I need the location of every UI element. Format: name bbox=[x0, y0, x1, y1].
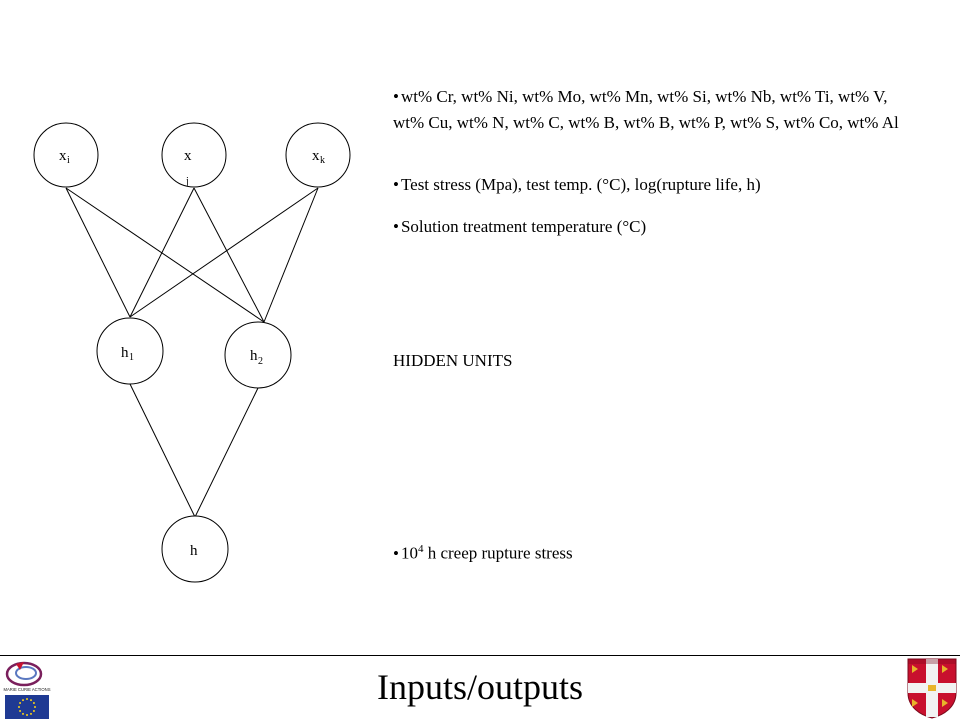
edge-xi-h2 bbox=[65, 187, 265, 323]
input-node-xk: x k bbox=[285, 122, 351, 188]
hidden-node-label: h bbox=[121, 345, 129, 361]
eu-stars bbox=[18, 698, 36, 716]
edge-xi-h1 bbox=[65, 187, 131, 318]
input-node-label: x bbox=[184, 148, 192, 164]
hidden-node-label: h bbox=[250, 348, 258, 364]
solution-treatment-text: Solution treatment temperature (°C) bbox=[400, 217, 647, 236]
eu-star bbox=[32, 702, 35, 704]
eu-star bbox=[22, 699, 24, 702]
input-node-sub: j bbox=[185, 176, 189, 187]
edge-h1-h bbox=[129, 383, 196, 518]
test-conditions-item: •Test stress (Mpa), test temp. (°C), log… bbox=[393, 172, 913, 198]
input-hidden-connections bbox=[65, 187, 319, 323]
eu-star bbox=[34, 706, 36, 708]
bullet-icon: • bbox=[393, 175, 399, 194]
hidden-units-label: HIDDEN UNITS bbox=[393, 351, 513, 370]
output-base: 10 bbox=[400, 543, 418, 563]
eu-star bbox=[18, 706, 20, 708]
input-node-label: x bbox=[59, 148, 67, 164]
footer-divider bbox=[0, 655, 960, 656]
page-title: Inputs/outputs bbox=[376, 667, 583, 707]
input-node-xi: x i bbox=[33, 122, 99, 188]
bullet-icon: • bbox=[393, 87, 399, 106]
eu-star bbox=[30, 712, 32, 715]
edge-xk-h2 bbox=[263, 187, 319, 323]
output-node-label: h bbox=[190, 543, 198, 559]
eu-star bbox=[26, 714, 28, 716]
bullet-icon: • bbox=[393, 217, 399, 236]
university-crest-icon bbox=[907, 658, 957, 719]
output-node-h: h bbox=[161, 515, 229, 583]
eu-star bbox=[19, 702, 22, 704]
logo-caption: MARIE CURIE ACTIONS bbox=[4, 687, 51, 692]
hidden-node-h2: h 2 bbox=[224, 321, 292, 389]
marie-curie-actions-logo: MARIE CURIE ACTIONS bbox=[4, 661, 51, 719]
hidden-node-sub: 1 bbox=[129, 352, 134, 363]
output-exponent: 4 bbox=[417, 543, 424, 555]
hidden-node-sub: 2 bbox=[258, 356, 263, 367]
input-node-xj: x j bbox=[161, 122, 227, 188]
eu-star bbox=[19, 710, 22, 712]
edge-xj-h1 bbox=[129, 187, 195, 318]
output-text: h creep rupture stress bbox=[423, 543, 573, 563]
eu-star bbox=[30, 699, 32, 702]
input-variables-text: wt% Cr, wt% Ni, wt% Mo, wt% Mn, wt% Si, … bbox=[393, 87, 899, 132]
edge-xk-h1 bbox=[129, 187, 319, 318]
hidden-node-h1: h 1 bbox=[96, 317, 164, 385]
marie-curie-swirl-icon bbox=[5, 661, 43, 687]
eu-star bbox=[26, 698, 28, 700]
eu-star bbox=[22, 712, 24, 715]
eu-star bbox=[32, 710, 35, 712]
edge-h2-h bbox=[194, 387, 259, 518]
input-variables-list: •wt% Cr, wt% Ni, wt% Mo, wt% Mn, wt% Si,… bbox=[393, 84, 903, 136]
input-node-sub: k bbox=[320, 155, 325, 166]
hidden-output-connections bbox=[129, 383, 259, 518]
edge-xj-h2 bbox=[193, 187, 265, 323]
bullet-icon: • bbox=[393, 543, 399, 563]
input-node-label: x bbox=[312, 148, 320, 164]
test-conditions-text: Test stress (Mpa), test temp. (°C), log(… bbox=[400, 175, 761, 194]
input-node-sub: i bbox=[67, 155, 70, 166]
solution-treatment-item: •Solution treatment temperature (°C) bbox=[393, 214, 913, 240]
output-item: •104 h creep rupture stress bbox=[393, 536, 913, 567]
